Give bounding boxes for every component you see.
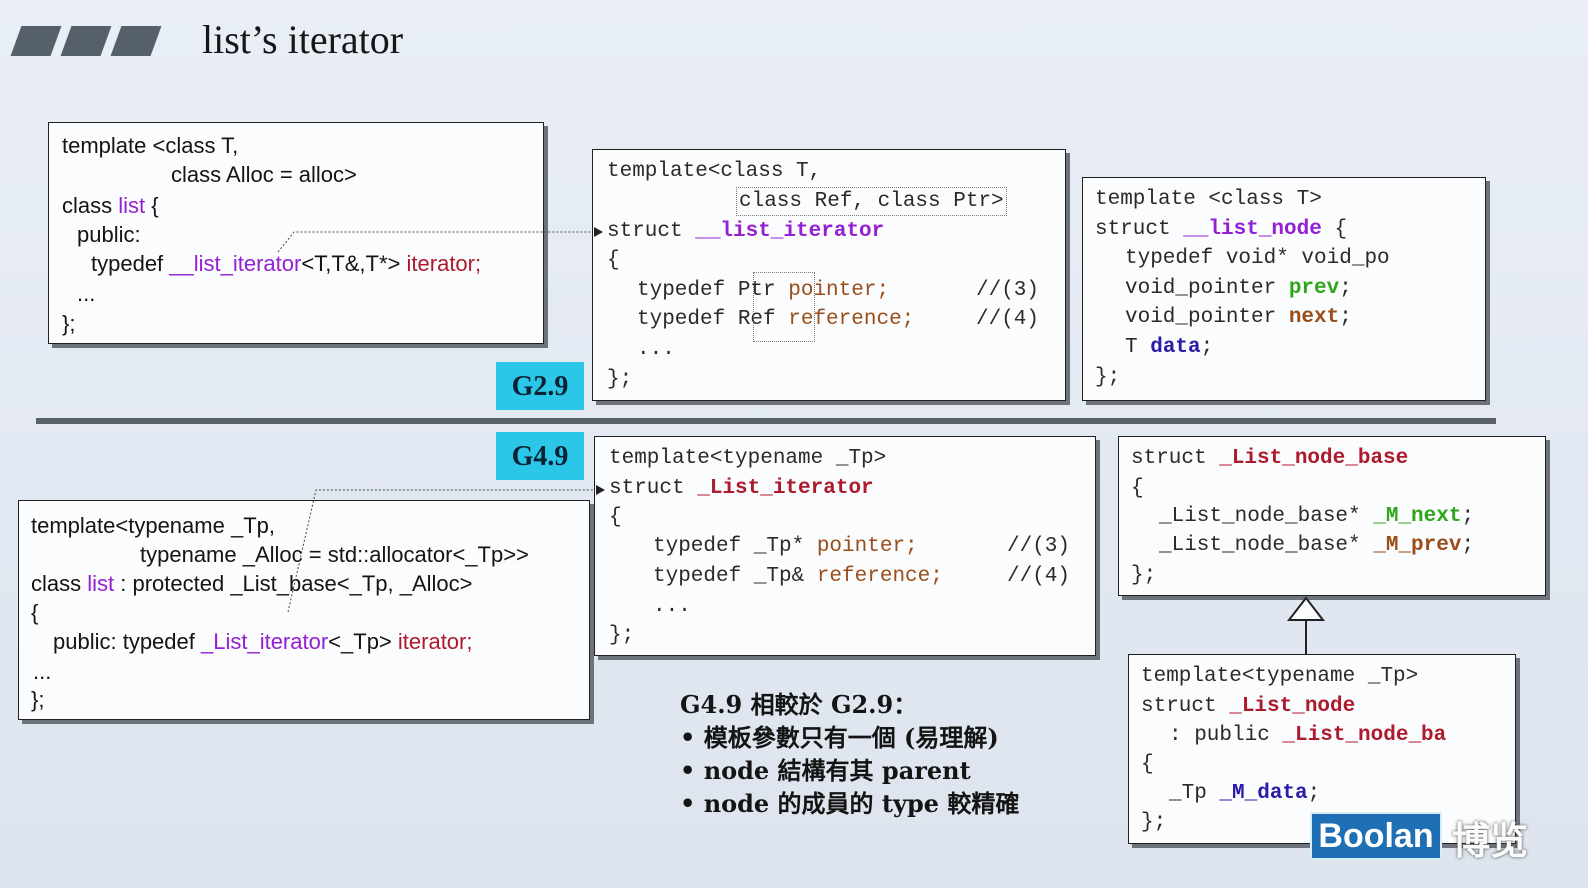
notes-bullet: • node 的成員的 type 較精確 bbox=[680, 787, 1019, 820]
connector-arrow-g29 bbox=[278, 232, 592, 252]
comparison-notes: G4.9 相較於 G2.9： • 模板參數只有一個 (易理解) • node 結… bbox=[680, 688, 1019, 820]
notes-heading: G4.9 相較於 G2.9： bbox=[680, 688, 1019, 721]
arrowhead-g49 bbox=[596, 485, 605, 495]
notes-bullet: • 模板參數只有一個 (易理解) bbox=[680, 721, 1019, 754]
boolan-logo: Boolan bbox=[1310, 812, 1442, 860]
connector-arrow-g49 bbox=[288, 490, 594, 612]
arrowhead-g29 bbox=[594, 227, 603, 237]
boolan-logo-cn: 博览 bbox=[1452, 810, 1528, 865]
notes-bullet: • node 結構有其 parent bbox=[680, 754, 1019, 787]
inheritance-triangle-icon bbox=[1289, 598, 1323, 620]
